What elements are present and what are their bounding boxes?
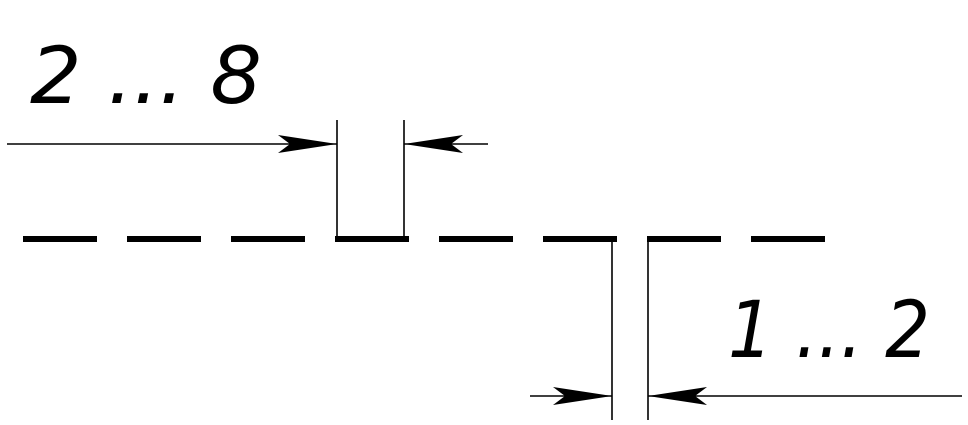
dash-length-label: 2 ... 8 [30, 32, 262, 122]
arrowhead-right-icon [553, 387, 612, 405]
arrowhead-left-icon [404, 135, 463, 153]
arrowhead-right-icon [278, 135, 337, 153]
dash-length-dimension [7, 120, 488, 238]
arrowhead-left-icon [648, 387, 707, 405]
gap-length-label: 1 ... 2 [728, 286, 930, 376]
